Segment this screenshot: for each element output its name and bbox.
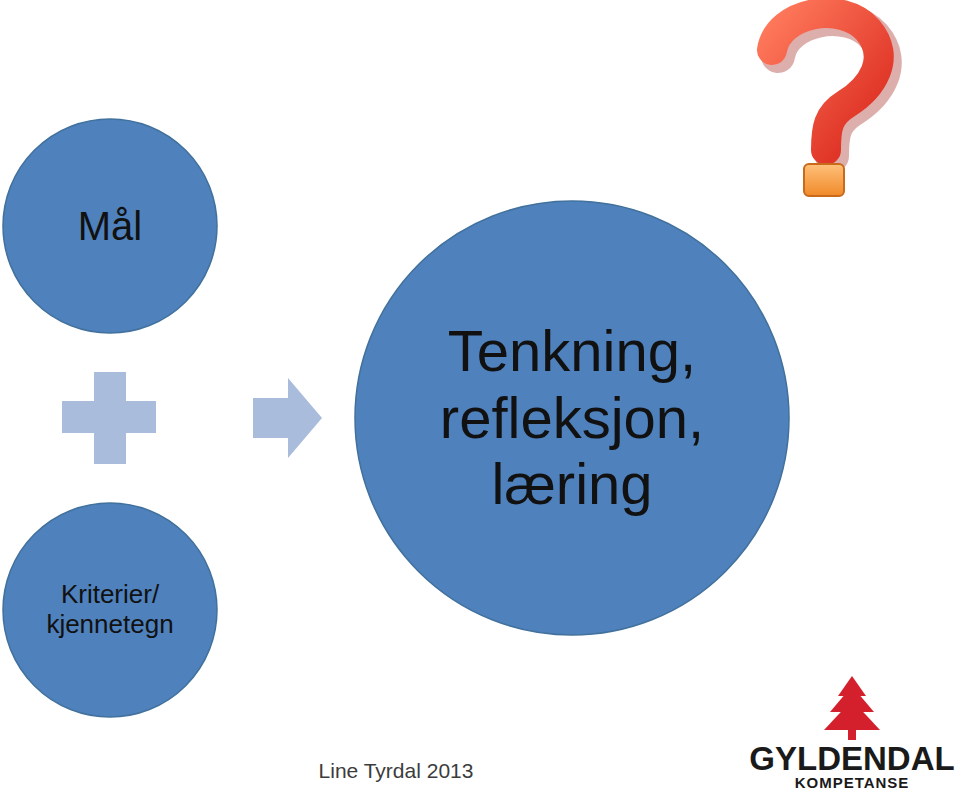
text-holder: Mål xyxy=(2,118,218,334)
logo-tree xyxy=(824,676,880,740)
text-holder: Kriterier/ kjennetegn xyxy=(2,502,218,718)
arrow-symbol xyxy=(253,378,322,458)
text-holder: Tenkning, refleksjon, læring xyxy=(354,200,790,636)
circle-outline xyxy=(355,201,789,635)
node-text: Tenkning, refleksjon, læring xyxy=(412,318,732,518)
criteria-circle: Kriterier/ kjennetegn xyxy=(2,502,218,718)
node-text: Kriterier/ kjennetegn xyxy=(28,580,193,640)
logo-name: GYLDENDAL xyxy=(749,742,954,775)
logo-subtitle: KOMPETANSE xyxy=(795,775,910,790)
node-text: Mål xyxy=(15,203,205,249)
author-note: Line Tyrdal 2013 xyxy=(319,760,474,781)
question-mark xyxy=(772,13,885,196)
goal-circle: Mål xyxy=(2,118,218,334)
plus-symbol xyxy=(62,372,156,464)
plus-bar xyxy=(94,372,126,464)
circle-outline xyxy=(3,503,217,717)
circle-outline xyxy=(3,119,217,333)
result-circle: Tenkning, refleksjon, læring xyxy=(354,200,790,636)
